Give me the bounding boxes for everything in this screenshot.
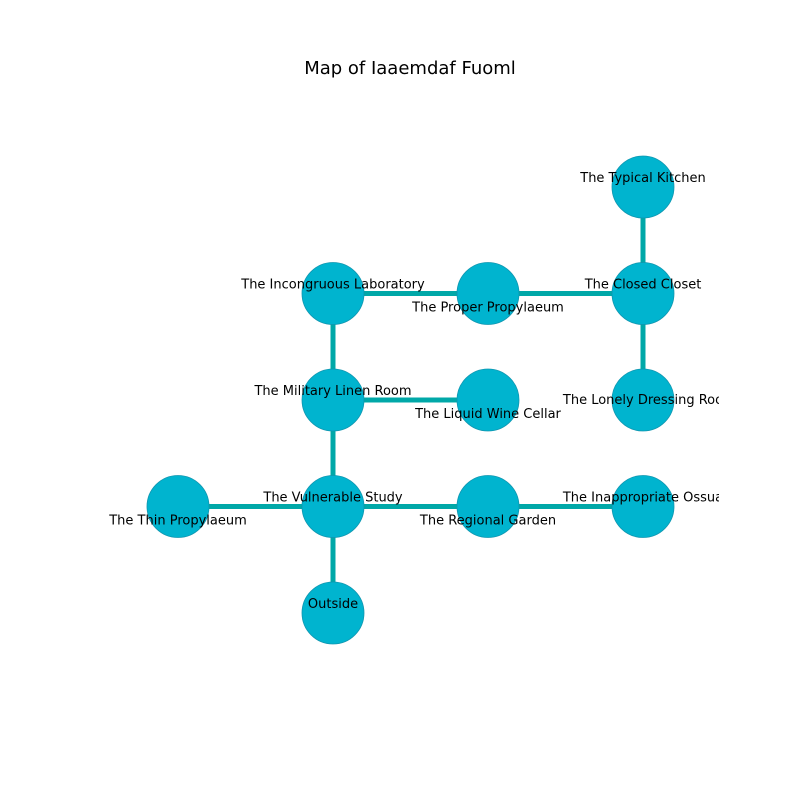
node-incongruous-laboratory <box>301 262 365 325</box>
node-label-outside: Outside <box>308 597 358 612</box>
node-liquid-wine-cellar <box>456 368 520 432</box>
node-vulnerable-study <box>301 475 365 538</box>
map-title: Map of Iaaemdaf Fuoml <box>304 58 516 79</box>
node-proper-propylaeum <box>456 262 520 325</box>
node-label-lonely-dressing-room: The Lonely Dressing Roo <box>562 393 723 408</box>
node-thin-propylaeum <box>146 475 210 538</box>
node-closed-closet <box>611 262 675 325</box>
node-regional-garden <box>456 475 520 538</box>
node-label-incongruous-laboratory: The Incongruous Laboratory <box>240 278 425 293</box>
node-military-linen-room <box>301 368 365 432</box>
node-outside <box>301 581 365 645</box>
node-label-inappropriate-ossuary: The Inappropriate Ossua <box>562 491 723 506</box>
node-typical-kitchen <box>611 155 675 219</box>
node-label-proper-propylaeum: The Proper Propylaeum <box>411 301 564 316</box>
nodes-layer <box>146 155 675 645</box>
node-label-typical-kitchen: The Typical Kitchen <box>579 171 706 186</box>
node-lonely-dressing-room <box>611 368 675 432</box>
node-label-vulnerable-study: The Vulnerable Study <box>262 491 403 506</box>
node-label-liquid-wine-cellar: The Liquid Wine Cellar <box>414 407 561 422</box>
node-label-closed-closet: The Closed Closet <box>584 278 702 293</box>
node-inappropriate-ossuary <box>611 475 675 538</box>
node-label-military-linen-room: The Military Linen Room <box>253 384 411 399</box>
node-label-thin-propylaeum: The Thin Propylaeum <box>108 514 247 529</box>
node-label-regional-garden: The Regional Garden <box>419 514 556 529</box>
